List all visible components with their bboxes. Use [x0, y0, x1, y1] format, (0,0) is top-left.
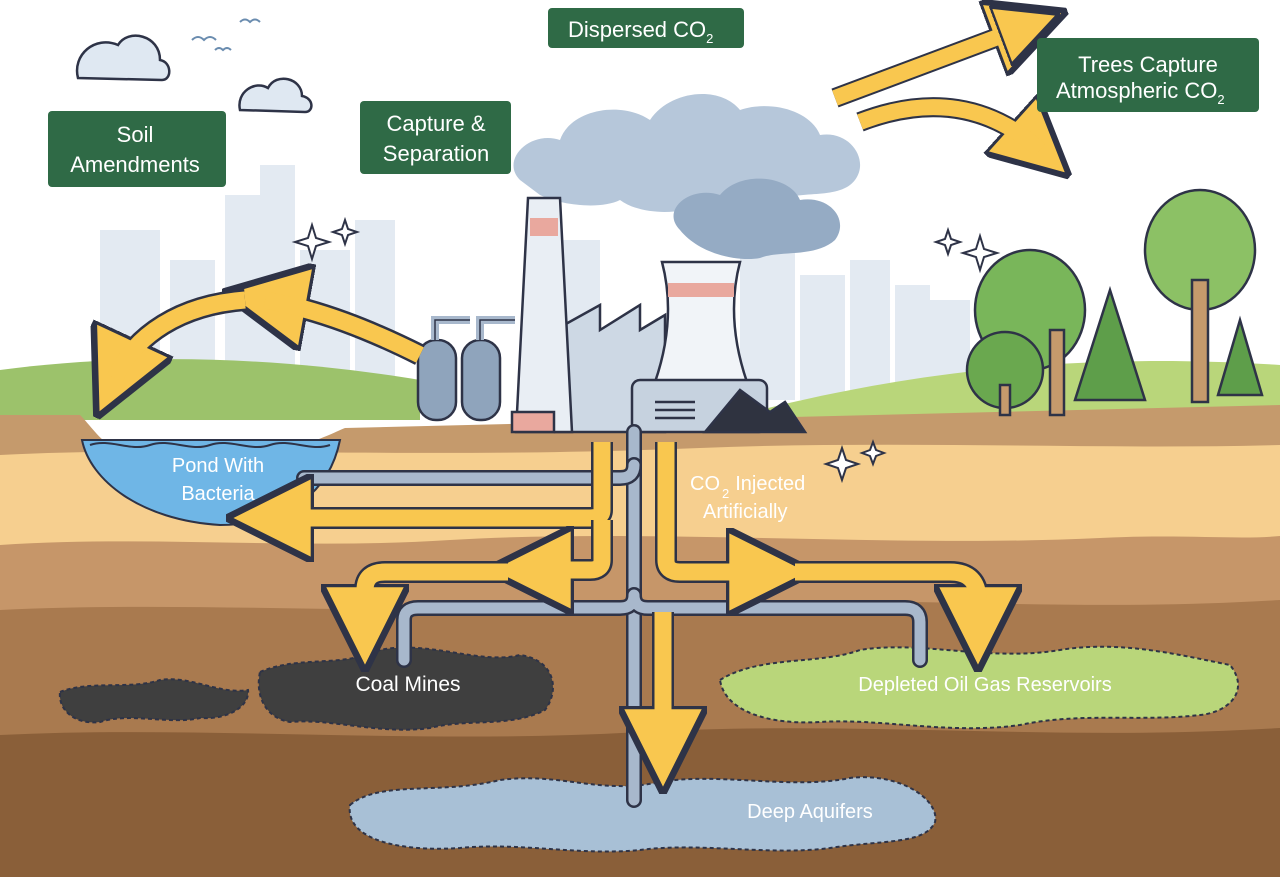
label-deep-aquifers: Deep Aquifers [747, 801, 873, 823]
industrial-plant [416, 196, 808, 434]
oil-gas-reservoir [718, 645, 1240, 730]
svg-text:Dispersed CO2: Dispersed CO2 [568, 17, 713, 46]
sparkle-icon [291, 216, 1001, 484]
label-coal-mines: Coal Mines [355, 673, 460, 696]
svg-text:Capture &: Capture & [386, 111, 485, 136]
svg-text:Artificially: Artificially [703, 501, 787, 523]
co2-flow-arrows [115, 25, 1040, 750]
svg-text:Atmospheric CO2: Atmospheric CO2 [1056, 78, 1225, 107]
deep-aquifers [348, 776, 937, 853]
svg-text:Trees Capture: Trees Capture [1078, 52, 1218, 77]
birds-icon [191, 18, 261, 52]
label-dispersed-co2: Dispersed CO2 [548, 8, 744, 48]
smoke-plume [513, 93, 861, 260]
svg-text:Separation: Separation [383, 141, 489, 166]
label-capture-separation: Capture & Separation [360, 101, 511, 174]
label-trees-capture: Trees Capture Atmospheric CO2 [1037, 38, 1259, 112]
label-pond-line2: Bacteria [181, 483, 255, 505]
label-soil-amendments: Soil Amendments [48, 111, 226, 187]
cloud-icon [75, 34, 313, 114]
svg-text:Amendments: Amendments [70, 152, 200, 177]
label-oil-gas-reservoirs: Depleted Oil Gas Reservoirs [858, 674, 1111, 696]
trees-group [965, 188, 1264, 417]
svg-text:Soil: Soil [117, 122, 154, 147]
label-pond-line1: Pond With [172, 455, 264, 477]
